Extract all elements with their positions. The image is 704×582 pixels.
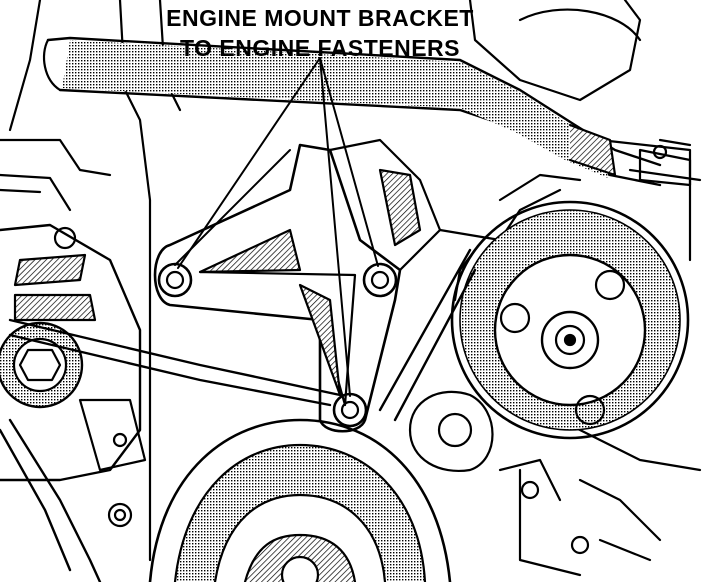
callout-leader-lines: [174, 57, 379, 397]
crankshaft-pulley-icon: [148, 418, 452, 582]
drive-belt: [0, 248, 477, 582]
upper-hose: [42, 36, 692, 187]
callout-label-line-2: TO ENGINE FASTENERS: [179, 35, 460, 61]
idler-bracket-outline: [408, 390, 590, 555]
engine-mount-bracket: [153, 138, 582, 433]
power-steering-pulley-icon: [450, 200, 690, 440]
callout-label-line-1: ENGINE MOUNT BRACKET: [166, 5, 474, 31]
alternator-icon: [0, 223, 147, 482]
fastener-bolt-icon: [53, 226, 398, 528]
